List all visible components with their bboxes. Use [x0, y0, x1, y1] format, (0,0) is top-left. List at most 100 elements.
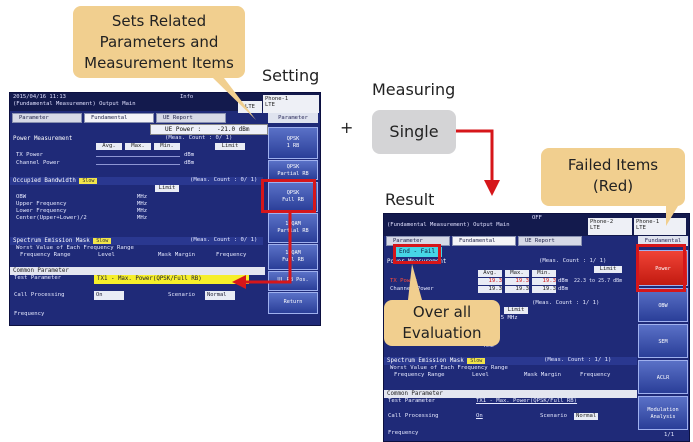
setting-side-btn-2[interactable]: QPSK Full RB — [268, 182, 318, 212]
setting-tabs: Parameter Fundamental UE Report — [12, 113, 226, 123]
result-channel-power: Channel Power — [390, 286, 434, 292]
result-test-param-value: TX1 - Max. Power(QPSK/Full RB) — [476, 398, 578, 404]
result-tx-val-1: 19.3 — [505, 278, 529, 285]
callout-overall-eval: Over all Evaluation — [384, 300, 500, 346]
single-button[interactable]: Single — [372, 110, 456, 154]
setting-obw-badge: Slow — [79, 178, 98, 184]
setting-info: Info — [180, 94, 194, 100]
result-ch-val-2: 19.3 — [532, 286, 556, 293]
setting-side-btn-1[interactable]: QPSK Partial RB — [268, 160, 318, 180]
result-col-min: Min. — [532, 270, 556, 277]
result-side-btn-modulation[interactable]: Modulation Analysis — [638, 396, 688, 430]
plus-sign: + — [340, 118, 354, 137]
setting-call-proc-value[interactable]: On — [94, 291, 124, 300]
highlight-end-fail — [393, 244, 441, 264]
result-footer-num: 1/1 — [664, 432, 675, 438]
result-screen: (Fundamental Measurement) Output Main OF… — [383, 213, 690, 442]
result-tab-fundamental[interactable]: Fundamental — [452, 236, 516, 246]
single-to-result-line — [456, 129, 494, 181]
callout-failed-items: Failed Items (Red) — [541, 148, 685, 206]
setting-obw-row-2: Lower Frequency — [16, 208, 67, 214]
setting-sem-badge: Slow — [93, 238, 112, 244]
result-ch-unit: dBm — [558, 286, 569, 292]
result-sem-sub: Worst Value of Each Frequency Range — [390, 365, 508, 371]
result-side-btn-power[interactable]: Power — [638, 250, 688, 286]
result-sem-col-0: Frequency Range — [394, 372, 445, 378]
highlight-failed-items — [636, 244, 686, 292]
setting-scenario-value[interactable]: Normal — [205, 291, 235, 300]
result-side-btn-aclr[interactable]: ACLR — [638, 360, 688, 394]
setting-sem-count: (Meas. Count : 0/ 1) — [190, 237, 258, 243]
setting-ue-power-label: UE Power : — [165, 126, 202, 133]
setting-power-count: (Meas. Count : 0/ 1) — [165, 135, 233, 141]
setting-tab-ue-report[interactable]: UE Report — [156, 113, 226, 123]
setting-side-btn-4[interactable]: 16QAM Full RB — [268, 244, 318, 270]
result-tab-ue-report[interactable]: UE Report — [518, 236, 582, 246]
result-side-btn-sem[interactable]: SEM — [638, 324, 688, 358]
result-col-avg: Avg. — [478, 270, 502, 277]
result-common-section: Common Parameter — [384, 390, 637, 398]
setting-obw-row-0: OBW — [16, 194, 27, 200]
setting-power-section: Power Measurement — [13, 136, 73, 142]
result-side-header: Fundamental — [638, 236, 688, 246]
result-obw-limit: Limit — [504, 307, 528, 314]
result-sem-label: Spectrum Emission Mask — [387, 358, 464, 364]
result-title-text: (Fundamental Measurement) Output Main — [387, 222, 510, 228]
setting-col-avg: Avg. — [96, 143, 122, 150]
label-measuring: Measuring — [372, 80, 456, 99]
result-obw-limit-val: 1.5 MHz — [494, 315, 518, 321]
setting-side-btn-3[interactable]: 16QAM Partial RB — [268, 213, 318, 243]
setting-ch-unit: dBm — [184, 160, 195, 166]
result-phone1: Phone-1 LTE — [634, 218, 686, 235]
setting-obw-section: Occupied Bandwidth Slow — [10, 177, 263, 185]
setting-call-proc-label: Call Processing — [14, 292, 65, 298]
single-button-label: Single — [389, 122, 439, 141]
setting-side-btn-0[interactable]: QPSK 1 RB — [268, 127, 318, 159]
setting-ue-power-value: -21.0 dBm — [217, 126, 250, 133]
setting-channel-power: Channel Power — [16, 160, 60, 166]
setting-sem-col-0: Frequency Range — [20, 252, 71, 258]
result-col-max: Max. — [505, 270, 529, 277]
result-tx-unit: dBm — [558, 278, 569, 284]
result-tx-power: TX Power — [390, 278, 417, 284]
setting-sem-col-3: Frequency — [216, 252, 247, 258]
single-to-result-arrowhead — [484, 180, 500, 196]
result-obw-unit-3: MHz — [484, 343, 495, 349]
setting-test-param-label: Test Parameter — [14, 275, 62, 281]
setting-test-param-value[interactable]: TX1 - Max. Power(QPSK/Full RB) — [94, 275, 249, 284]
result-obw-count: (Meas. Count : 1/ 1) — [532, 300, 600, 306]
setting-obw-unit-0: MHz — [137, 194, 148, 200]
result-sem-col-1: Level — [472, 372, 489, 378]
result-side-btn-obw[interactable]: OBW — [638, 288, 688, 322]
result-sem-badge: Slow — [467, 358, 486, 364]
setting-phone-tag: Phone-1 LTE — [263, 95, 319, 113]
result-eval-label: End - Fail — [396, 247, 442, 257]
result-tx-val-2: 19.3 — [532, 278, 556, 285]
setting-side-btn-5[interactable]: UL RB Pos. — [268, 271, 318, 291]
setting-tx-power: TX Power — [16, 152, 43, 158]
result-sem-section: Spectrum Emission Mask Slow — [384, 357, 637, 365]
setting-tx-line-avg — [96, 156, 180, 157]
callout-overall-eval-text: Over all Evaluation — [402, 303, 482, 342]
callout-failed-items-text: Failed Items (Red) — [567, 156, 659, 195]
setting-tab-parameter[interactable]: Parameter — [12, 113, 82, 123]
result-off: OFF — [532, 215, 542, 221]
setting-side-btn-6[interactable]: Return — [268, 292, 318, 314]
result-phone2: Phone-2 LTE — [588, 218, 632, 235]
result-col-limit: Limit — [594, 266, 622, 273]
setting-ue-power-box: UE Power : -21.0 dBm — [150, 124, 268, 135]
label-result: Result — [385, 190, 435, 209]
setting-tx-unit: dBm — [184, 152, 195, 158]
result-tx-limit: 22.3 to 25.7 dBm — [574, 278, 623, 284]
setting-tab-fundamental[interactable]: Fundamental — [84, 113, 154, 123]
setting-obw-unit-3: MHz — [137, 215, 148, 221]
setting-obw-row-1: Upper Frequency — [16, 201, 67, 207]
setting-obw-label: Occupied Bandwidth — [13, 178, 76, 184]
highlight-qpsk-full-rb — [261, 179, 316, 213]
result-sem-col-2: Mask Margin — [524, 372, 562, 378]
setting-col-min: Min. — [154, 143, 180, 150]
result-call-proc-label: Call Processing — [388, 413, 439, 419]
setting-frequency-label: Frequency — [14, 311, 45, 317]
result-ch-val-1: 19.3 — [505, 286, 529, 293]
setting-obw-count: (Meas. Count : 0/ 1) — [190, 177, 258, 183]
